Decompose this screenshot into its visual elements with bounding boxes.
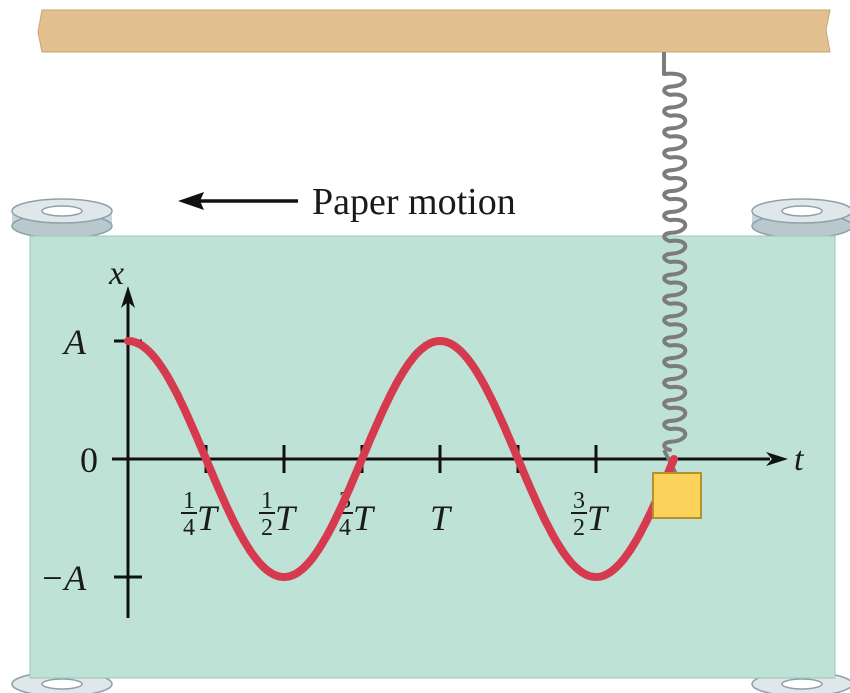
tick-period-symbol: T <box>430 498 453 538</box>
paper-sheet <box>29 235 836 679</box>
t-axis-arrowhead <box>766 452 788 466</box>
spring-coils <box>662 71 688 452</box>
t-axis-label: t <box>794 441 805 478</box>
negative-amplitude-label: −A <box>40 558 87 598</box>
paper-motion-caption: Paper motion <box>312 181 516 223</box>
spring-coil-path <box>662 71 688 452</box>
tick-period-symbol: T <box>275 498 298 538</box>
x-axis-label: x <box>108 255 124 292</box>
amplitude-label: A <box>62 322 87 362</box>
tick-fraction-numerator: 3 <box>573 488 585 514</box>
tick-period-symbol: T <box>197 498 220 538</box>
roller-top-right <box>751 198 850 239</box>
roller-top-left <box>11 198 113 239</box>
tick-period-symbol: T <box>353 498 376 538</box>
t-axis-tick-label: T <box>430 498 453 538</box>
zero-label: 0 <box>80 440 98 480</box>
tick-period-symbol: T <box>587 498 610 538</box>
mass-block <box>652 472 702 519</box>
tick-fraction-denominator: 4 <box>183 515 195 541</box>
position-vs-time-curve <box>124 337 678 581</box>
tick-fraction-denominator: 2 <box>573 515 585 541</box>
tick-fraction-numerator: 1 <box>261 488 273 514</box>
paper-motion-arrow <box>178 192 298 210</box>
ceiling <box>37 9 831 53</box>
tick-fraction-numerator: 1 <box>183 488 195 514</box>
tick-fraction-denominator: 4 <box>339 515 351 541</box>
tick-fraction-denominator: 2 <box>261 515 273 541</box>
x-axis-arrowhead <box>121 286 135 308</box>
